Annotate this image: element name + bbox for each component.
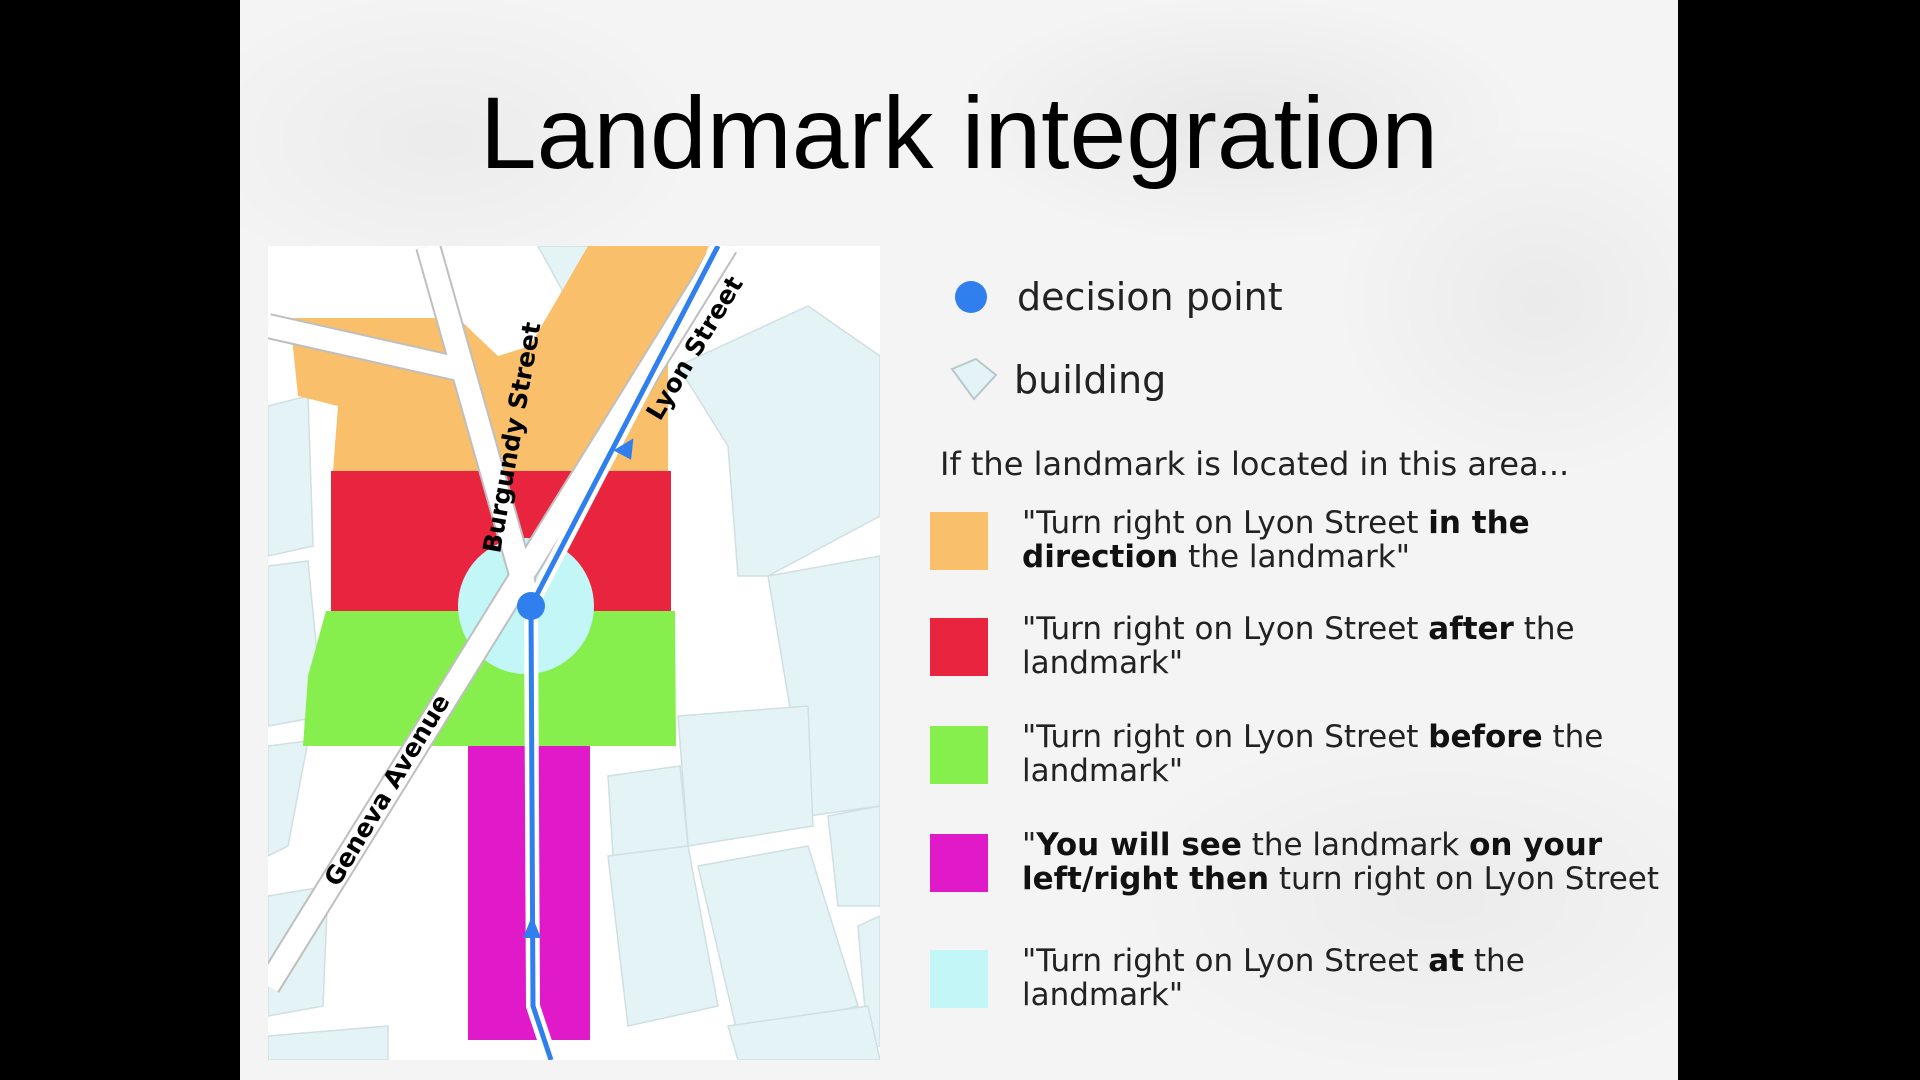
legend-intro: If the landmark is located in this area.…	[940, 445, 1570, 483]
route-arrow-icon	[523, 916, 541, 938]
legend-text: "Turn right on Lyon Street after the lan…	[1022, 611, 1575, 681]
swatch-cyan	[930, 950, 988, 1008]
background-buildings	[268, 246, 880, 1060]
legend-text: "Turn right on Lyon Street at the landma…	[1022, 943, 1525, 1013]
route-line	[528, 246, 721, 1060]
building-icon	[950, 357, 998, 401]
legend-text: "Turn right on Lyon Street before the la…	[1022, 719, 1604, 789]
legend-decision-point: decision point	[955, 275, 1283, 319]
legend-text: "You will see the landmark on your left/…	[1022, 827, 1659, 897]
legend-item-magenta: "You will see the landmark on your left/…	[930, 828, 1662, 896]
swatch-orange	[930, 512, 988, 570]
slide: Landmark integration	[240, 0, 1678, 1080]
slide-title: Landmark integration	[479, 76, 1439, 190]
legend-decision-point-label: decision point	[1017, 275, 1283, 319]
swatch-red	[930, 618, 988, 676]
legend-building-label: building	[1014, 358, 1167, 402]
route-arrow-icon	[613, 438, 634, 460]
legend-item-cyan: "Turn right on Lyon Street at the landma…	[930, 944, 1662, 1012]
legend-text: "Turn right on Lyon Street in the direct…	[1022, 505, 1530, 575]
zone-green	[303, 611, 676, 746]
swatch-magenta	[930, 834, 988, 892]
zone-orange	[290, 246, 708, 471]
legend-item-green: "Turn right on Lyon Street before the la…	[930, 720, 1662, 788]
legend-item-red: "Turn right on Lyon Street after the lan…	[930, 612, 1662, 680]
decision-point-icon	[955, 281, 987, 313]
swatch-green	[930, 726, 988, 784]
legend-building: building	[948, 355, 1166, 405]
landmark-map: Burgundy Street Lyon Street Geneva Avenu…	[268, 246, 880, 1060]
legend-item-orange: "Turn right on Lyon Street in the direct…	[930, 506, 1662, 574]
decision-point	[517, 592, 545, 620]
